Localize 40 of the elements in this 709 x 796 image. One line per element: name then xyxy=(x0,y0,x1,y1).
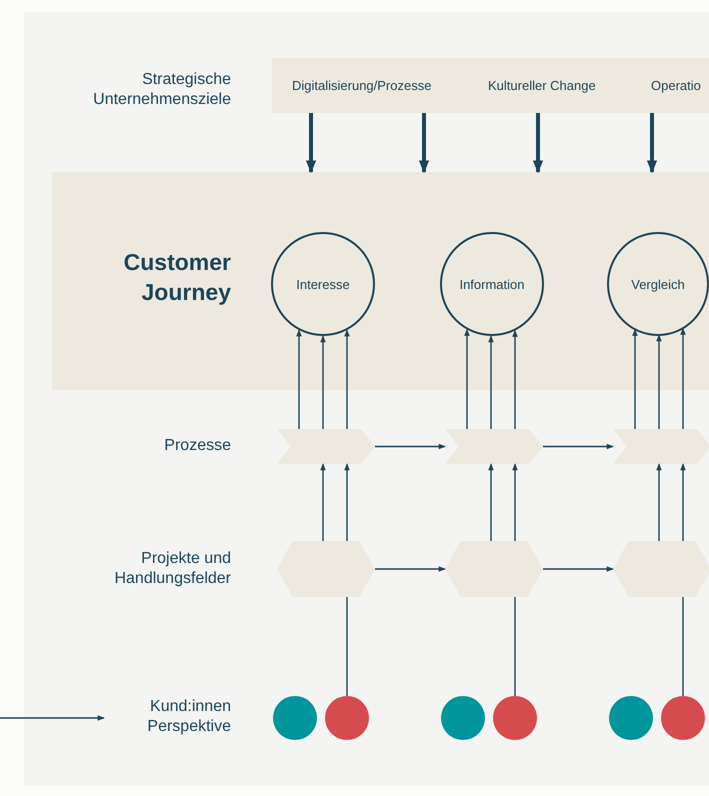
goals-band xyxy=(272,58,709,113)
arrow xyxy=(418,113,430,174)
row-label: Projekte und Handlungsfelder xyxy=(113,549,231,589)
arrow xyxy=(512,463,518,541)
stage-label: Information xyxy=(459,276,525,292)
arrow xyxy=(532,113,544,174)
goal-label: Kultureller Change xyxy=(488,78,596,93)
stage-circle xyxy=(440,232,544,336)
journey-band xyxy=(52,172,709,390)
arrow xyxy=(512,330,518,429)
goal-label: Digitalisierung/Prozesse xyxy=(292,78,432,93)
arrow xyxy=(656,334,662,429)
arrow xyxy=(464,328,470,429)
row-label: Kund:innen Perspektive xyxy=(146,697,231,737)
arrow xyxy=(488,335,494,429)
arrow xyxy=(543,444,614,450)
stage-label: Vergleich xyxy=(631,276,685,292)
arrow xyxy=(488,463,494,541)
arrow xyxy=(296,329,302,429)
arrow xyxy=(344,329,350,429)
arrow xyxy=(320,335,326,429)
goal-label: Operatio xyxy=(651,78,701,93)
arrow xyxy=(680,463,686,541)
stage-label: Interesse xyxy=(296,276,350,292)
arrow xyxy=(320,463,326,541)
arrow xyxy=(680,328,686,429)
arrow xyxy=(646,113,658,174)
arrow xyxy=(656,463,662,541)
arrow xyxy=(543,566,614,572)
row-label: Strategische Unternehmensziele xyxy=(92,70,231,110)
arrow xyxy=(306,113,316,174)
arrow xyxy=(375,566,446,572)
row-label: Prozesse xyxy=(163,436,231,456)
journey-title: Customer Journey xyxy=(122,248,231,307)
arrow xyxy=(375,444,446,450)
arrow xyxy=(0,715,105,721)
stage-circle xyxy=(271,232,375,336)
arrow xyxy=(344,463,350,541)
stage-circle xyxy=(607,232,709,336)
arrow xyxy=(632,328,638,429)
